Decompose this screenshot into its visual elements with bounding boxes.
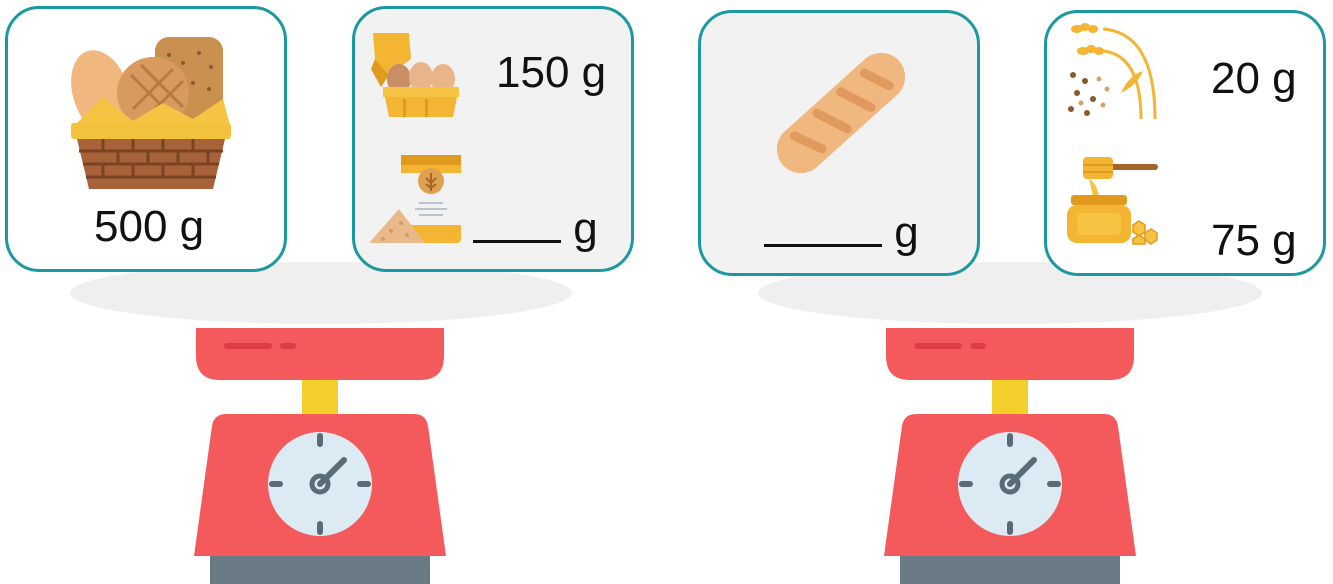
egg-carton-icon <box>371 33 459 117</box>
right-kitchen-scale-icon <box>884 328 1136 584</box>
wheat-weight: 20 g <box>1211 54 1297 103</box>
eggs-flour-card: 150 g g <box>352 6 634 272</box>
flour-bag-icon <box>369 155 461 243</box>
baguette-weight-unit: g <box>894 208 919 257</box>
bread-basket-weight: 500 g <box>94 202 205 251</box>
honey-weight: 75 g <box>1211 216 1297 265</box>
wheat-seeds-icon <box>1068 23 1157 119</box>
baguette-weight-blank <box>764 240 882 247</box>
eggs-weight: 150 g <box>496 48 607 97</box>
flour-weight-unit: g <box>573 204 598 253</box>
honey-jar-icon <box>1067 157 1158 245</box>
baguette-card: g <box>698 10 980 276</box>
bread-basket-card: 500 g <box>5 6 287 272</box>
bread-basket-icon <box>71 37 231 189</box>
baguette-icon <box>776 52 906 174</box>
wheat-honey-card: 20 g 75 g <box>1044 10 1326 276</box>
left-kitchen-scale-icon <box>194 328 446 584</box>
left-scale-pan <box>70 262 572 324</box>
baguette-weight: g <box>764 211 919 255</box>
flour-weight-blank <box>473 236 561 243</box>
flour-weight: g <box>473 207 598 251</box>
